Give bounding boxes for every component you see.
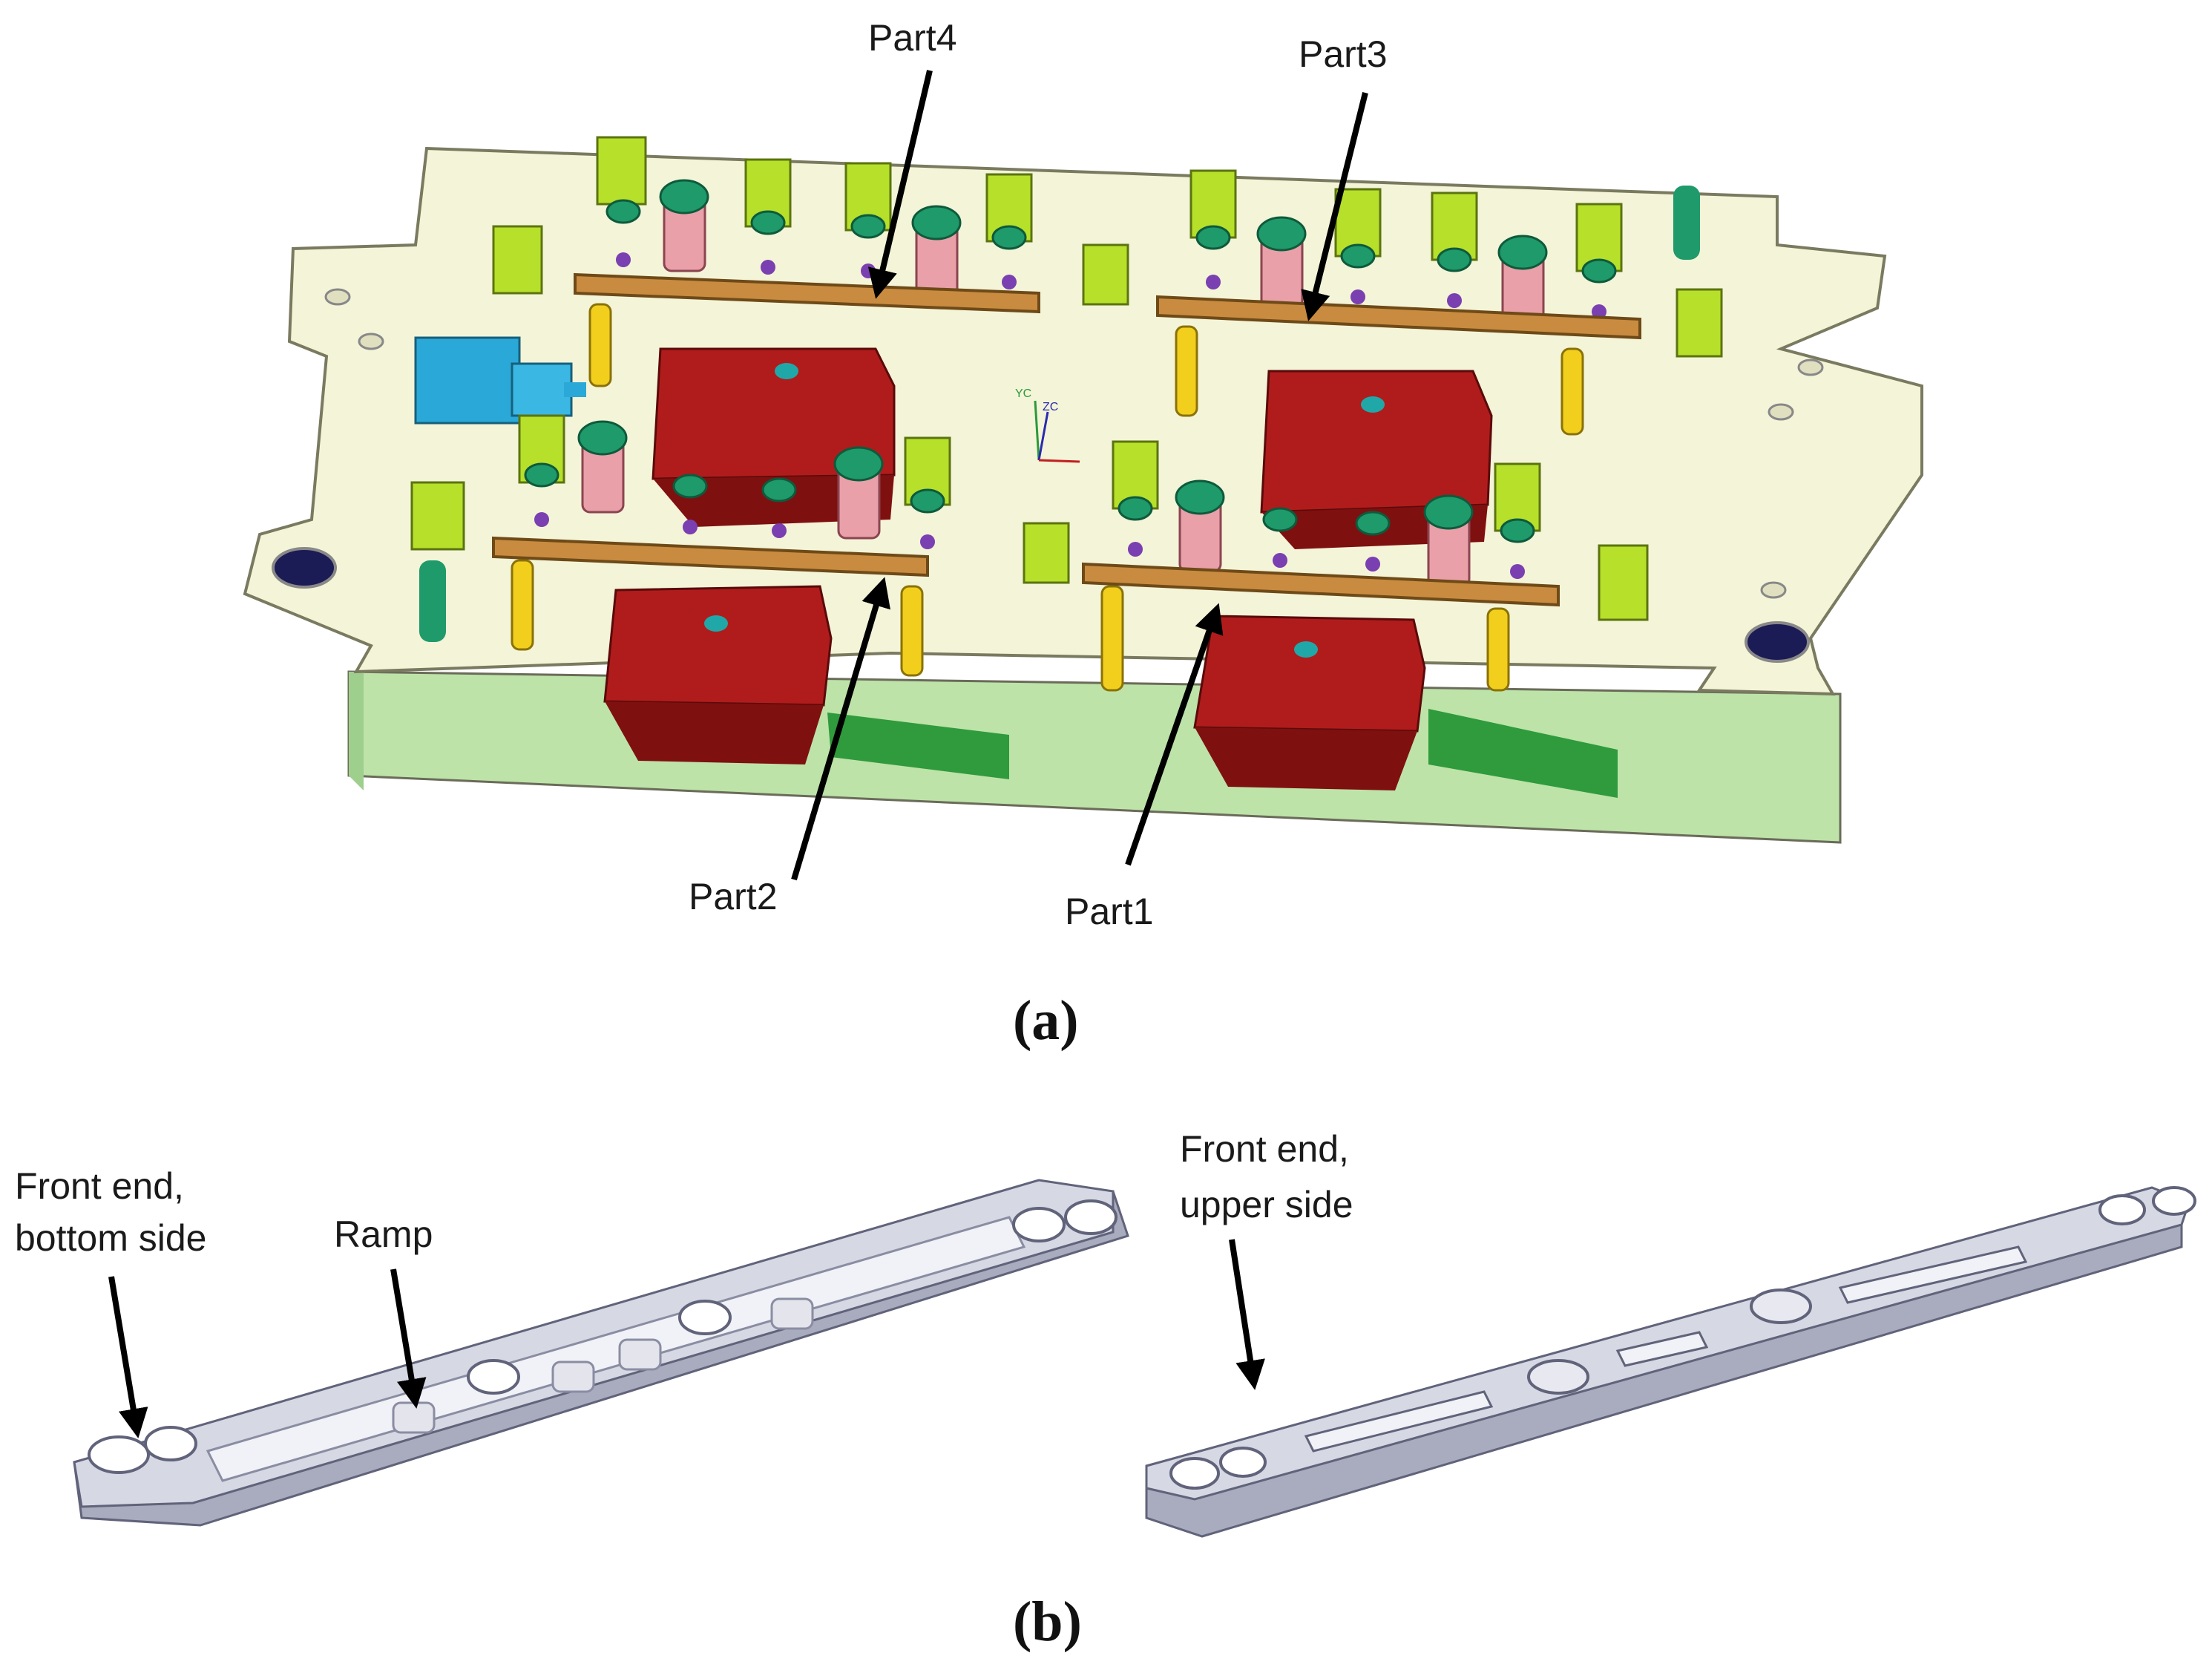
bar-bottom-side: [73, 1179, 1129, 1527]
red-support-block: [603, 585, 833, 764]
arrow-front-upper: [1229, 1239, 1265, 1390]
base-plate-front: [349, 672, 364, 790]
label-front-upper-1: Front end,: [1180, 1128, 1349, 1170]
triad-yc-label: YC: [1015, 387, 1031, 400]
bar-upper-side: [1145, 1186, 2196, 1538]
caption-a: (a): [1013, 989, 1079, 1052]
locating-pins: [511, 303, 1584, 692]
bar-pocket: [206, 1216, 1026, 1482]
label-front-bottom-2: bottom side: [15, 1217, 206, 1259]
small-hole: [324, 288, 351, 306]
mount-hole-left: [272, 547, 337, 589]
green-bracket: [827, 713, 1009, 779]
part2-bar: [492, 536, 929, 577]
small-hole: [358, 333, 384, 350]
arrow-front-bottom: [108, 1276, 148, 1438]
small-hole: [1768, 403, 1794, 421]
arrow-part2: [791, 577, 890, 881]
clamp-cylinders: [524, 179, 1617, 588]
label-part3: Part3: [1299, 33, 1388, 75]
green-stand: [419, 560, 446, 642]
green-stand: [1673, 186, 1700, 260]
coordinate-triad: YC ZC: [1015, 387, 1080, 463]
mount-hole-right: [1745, 621, 1810, 663]
label-front-upper-2: upper side: [1180, 1184, 1353, 1225]
triad-zc-label: ZC: [1043, 401, 1058, 413]
label-part1: Part1: [1065, 891, 1154, 932]
green-bracket: [1428, 709, 1618, 798]
small-hole: [1760, 581, 1787, 599]
arrow-part4: [867, 70, 933, 299]
label-front-bottom-1: Front end,: [15, 1165, 184, 1207]
small-hole: [1797, 358, 1824, 376]
caption-b: (b): [1013, 1591, 1082, 1653]
label-ramp: Ramp: [334, 1214, 433, 1255]
fixture-assembly: YC ZC: [243, 136, 1923, 844]
part-bars: [492, 272, 1641, 607]
red-support-block: [1193, 615, 1426, 790]
label-part2: Part2: [689, 876, 778, 917]
arrow-part3: [1301, 92, 1368, 321]
part3-bar: [1156, 295, 1641, 340]
arrow-ramp: [390, 1268, 427, 1409]
label-part4: Part4: [868, 17, 957, 59]
arrow-part1: [1125, 603, 1224, 866]
part1-bar: [1082, 562, 1560, 607]
